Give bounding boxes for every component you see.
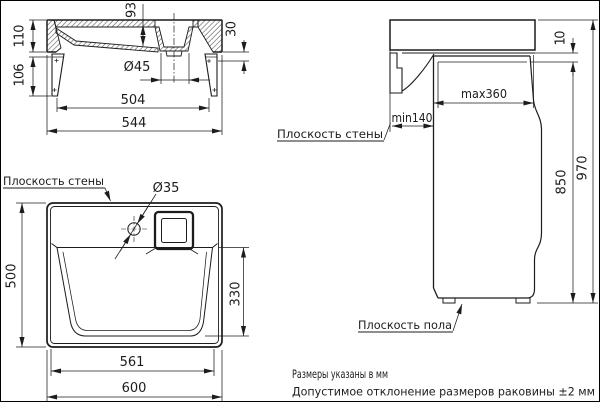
note-tolerance: Допустимое отклонение размеров раковины … [292, 385, 595, 399]
dia35-leader [114, 193, 157, 260]
dim-dia45-label: Ø45 [124, 60, 151, 75]
sink-side-profile [389, 19, 536, 51]
dim-600 [46, 350, 223, 401]
pedestal-bottom-chamfer [432, 287, 439, 299]
dim-110 [29, 19, 46, 53]
dim-93-label: 93 [125, 2, 140, 18]
wall-plane-label-side-view: Плоскость стены [277, 127, 383, 141]
front-section-view: 110 106 93 30 Ø45 504 544 [13, 2, 249, 135]
dim-600-label: 600 [122, 381, 147, 396]
section-deck-left [53, 19, 156, 28]
pedestal-foot-front [442, 297, 456, 304]
dim-544-label: 544 [122, 116, 147, 131]
pedestal-foot-rear [515, 297, 531, 304]
dim-dia35-label: Ø35 [153, 181, 180, 196]
drawing-notes: Размеры указаны в мм Допустимое отклонен… [292, 367, 595, 399]
dim-min140-label: min140 [392, 111, 433, 125]
faucet-hole [127, 222, 141, 236]
dim-max360-label: max360 [461, 87, 507, 101]
section-bowl-wall [55, 27, 159, 53]
dim-30-label: 30 [225, 21, 240, 37]
bowl-underside-curve [401, 53, 435, 92]
drain-square-inner [161, 218, 187, 243]
wall-plane-label-top-view: Плоскость стены [3, 174, 104, 188]
dim-500 [16, 202, 46, 348]
dim-330 [205, 247, 249, 337]
basin-wall-outer [56, 247, 213, 337]
wall-plane-leader-side-view [383, 122, 391, 141]
floor-plane-leader [452, 303, 463, 332]
dim-106-label: 106 [13, 64, 28, 87]
sink-outer-contour [46, 202, 223, 348]
dim-10-label: 10 [554, 31, 569, 46]
dim-544 [46, 55, 223, 135]
right-bracket-holes [207, 59, 217, 92]
dim-504 [56, 98, 210, 112]
dim-30 [218, 40, 249, 74]
wall-hook-profile [389, 52, 403, 94]
basin-opening-rear-edge [51, 243, 218, 248]
dim-504-label: 504 [121, 93, 146, 108]
sink-rim-inner-line [50, 206, 219, 344]
side-installation-view: Плоскость стены Плоскость пола max360 mi… [277, 19, 598, 333]
dim-561-label: 561 [120, 355, 145, 370]
dim-561 [50, 349, 215, 376]
note-units: Размеры указаны в мм [292, 367, 388, 381]
floor-plane-label: Плоскость пола [358, 318, 452, 332]
dim-330-label: 330 [229, 282, 244, 307]
drain-square-outer [153, 210, 195, 251]
pedestal-rear-profile [526, 55, 543, 299]
drain-recess-slope-left [145, 248, 156, 255]
section-deck-right [192, 19, 199, 28]
wall-plane-leader-top-view [104, 187, 111, 202]
dim-500-label: 500 [5, 264, 20, 289]
section-drain-cup [154, 26, 194, 52]
dim-850-label: 850 [555, 170, 570, 195]
left-bracket-holes [52, 58, 59, 92]
dim-110-label: 110 [13, 25, 28, 48]
left-bracket [51, 53, 65, 97]
basin-wall-inner [62, 251, 207, 331]
dim-dia45 [140, 53, 210, 84]
top-plan-view: Плоскость стены Ø35 500 330 561 600 [3, 174, 249, 401]
dim-970-label: 970 [576, 156, 591, 181]
right-bracket [204, 53, 218, 97]
